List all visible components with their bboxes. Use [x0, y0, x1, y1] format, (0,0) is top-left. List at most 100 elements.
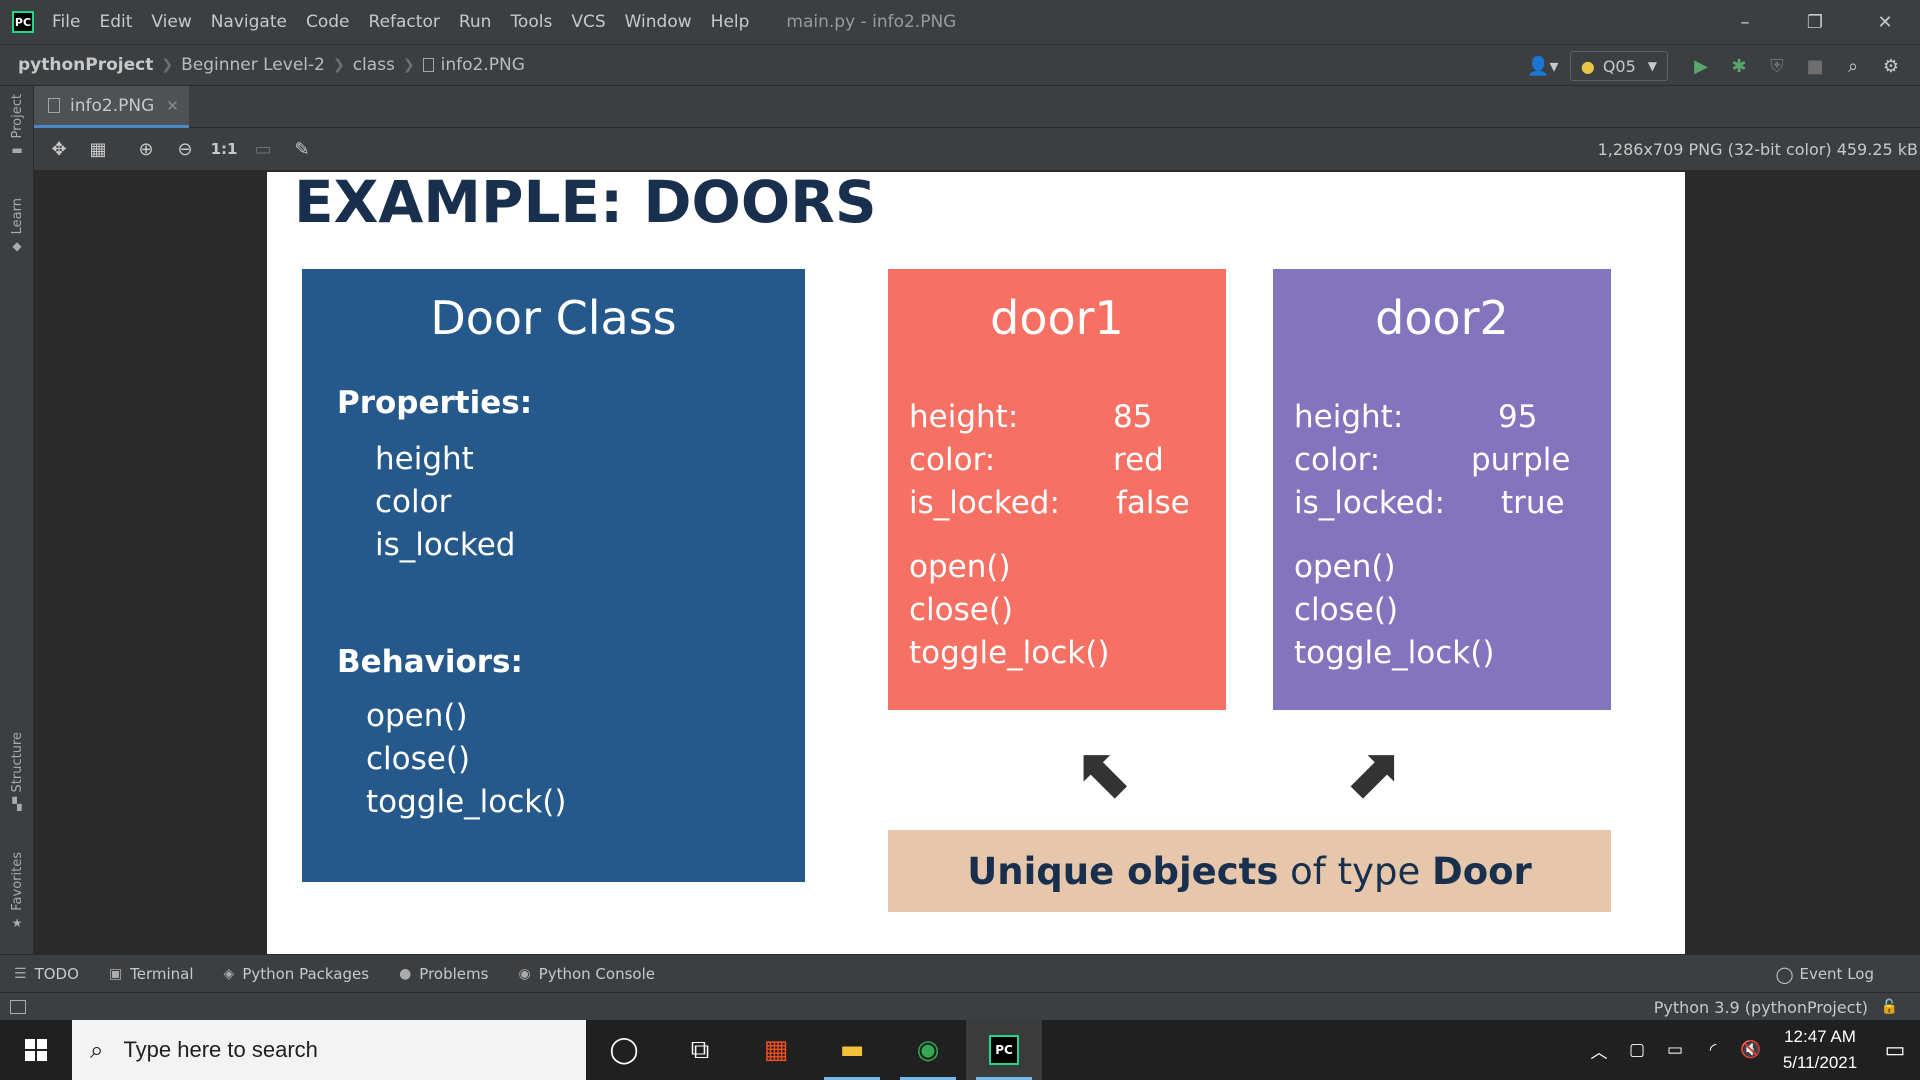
method-item: toggle_lock() — [1294, 635, 1495, 671]
tool-todo[interactable]: ☰ TODO — [14, 965, 79, 983]
file-explorer-icon[interactable]: ▬ — [814, 1020, 890, 1080]
tool-python-packages[interactable]: ◈ Python Packages — [224, 965, 370, 983]
restore-button[interactable]: ❐ — [1806, 11, 1824, 33]
chevron-right-icon: ❯ — [332, 57, 345, 73]
volume-muted-icon[interactable]: 🔇 — [1740, 1040, 1762, 1060]
breadcrumb-subfolder[interactable]: class — [352, 55, 395, 75]
debug-icon[interactable]: ✱ — [1731, 55, 1747, 77]
menu-code[interactable]: Code — [305, 12, 350, 32]
lock-icon[interactable]: 🔓 — [1880, 999, 1898, 1015]
tool-tab-label: Project — [9, 94, 25, 139]
tool-label: Problems — [419, 964, 489, 983]
taskbar-search-box[interactable]: ⌕ Type here to search — [72, 1020, 586, 1080]
tool-tab-favorites[interactable]: Favorites ★ — [0, 852, 34, 929]
meet-now-icon[interactable]: ▢ — [1628, 1040, 1646, 1060]
run-icon[interactable]: ▶ — [1694, 55, 1708, 77]
toggle-tool-windows-icon[interactable] — [10, 999, 26, 1014]
behavior-item: close() — [366, 741, 471, 777]
run-configuration-select[interactable]: ● Q05 ▼ — [1569, 51, 1668, 81]
breadcrumb-project[interactable]: pythonProject — [18, 55, 154, 75]
tab-info2-png[interactable]: info2.PNG ✕ — [34, 86, 189, 128]
star-icon: ★ — [11, 915, 23, 930]
property-item: height — [375, 441, 474, 477]
menu-run[interactable]: Run — [458, 12, 492, 32]
start-button[interactable] — [0, 1020, 72, 1080]
image-viewer-toolbar: ✥ ▦ ⊕ ⊖ 1:1 ▭ ✎ 1,286x709 PNG (32-bit co… — [34, 128, 1920, 170]
behavior-item: open() — [366, 698, 468, 734]
toolbar-right: 👤▾ ● Q05 ▼ ▶ ✱ ⛨ ■ ⌕ ⚙ — [1516, 45, 1910, 87]
python-icon: ● — [1580, 56, 1595, 76]
cortana-icon[interactable]: ◯ — [609, 1035, 639, 1065]
menu-file[interactable]: File — [52, 12, 81, 32]
grid-icon[interactable]: ▦ — [89, 138, 107, 160]
fit-zoom-icon[interactable]: ▭ — [254, 138, 272, 160]
menu-window[interactable]: Window — [624, 12, 692, 32]
chevron-right-icon: ❯ — [402, 57, 415, 73]
bottom-tool-bar: ☰ TODO ▣ Terminal ◈ Python Packages ● Pr… — [0, 954, 1920, 992]
pycharm-taskbar-icon[interactable]: PC — [966, 1020, 1042, 1080]
property-value: 95 — [1498, 399, 1538, 435]
tool-tab-project[interactable]: Project ▬ — [0, 94, 34, 156]
breadcrumb-folder[interactable]: Beginner Level-2 — [181, 55, 325, 75]
task-view-icon[interactable]: ⧉ — [690, 1034, 710, 1065]
fit-to-window-icon[interactable]: ✥ — [51, 138, 67, 160]
graduation-cap-icon: ◆ — [12, 239, 22, 254]
behavior-item: toggle_lock() — [366, 784, 567, 820]
menu-refactor[interactable]: Refactor — [368, 12, 440, 32]
tool-label: Python Packages — [242, 964, 370, 983]
slide-image: EXAMPLE: DOORS Door Class Properties: he… — [267, 172, 1685, 954]
window-controls: – ❐ ✕ — [1710, 0, 1920, 44]
tool-problems[interactable]: ● Problems — [399, 965, 488, 983]
menu-vcs[interactable]: VCS — [571, 12, 606, 32]
notifications-icon[interactable]: ▭ — [1884, 1037, 1906, 1063]
close-window-button[interactable]: ✕ — [1877, 11, 1893, 33]
search-icon: ⌕ — [90, 1036, 104, 1064]
stop-icon[interactable]: ■ — [1806, 55, 1824, 77]
color-picker-icon[interactable]: ✎ — [294, 138, 310, 160]
actual-size-button[interactable]: 1:1 — [210, 140, 238, 158]
tool-label: Python Console — [538, 964, 655, 983]
microsoft-store-icon[interactable]: ▦ — [763, 1035, 789, 1065]
python-interpreter[interactable]: Python 3.9 (pythonProject) — [1653, 997, 1868, 1017]
event-log-icon: ◯ — [1775, 964, 1794, 984]
chevron-up-icon[interactable]: ︿ — [1590, 1042, 1608, 1063]
taskbar-clock[interactable]: 12:47 AM 5/11/2021 — [1770, 1024, 1870, 1076]
zoom-in-icon[interactable]: ⊕ — [138, 138, 154, 160]
object-title: door2 — [1375, 291, 1509, 345]
door2-object-card: door2 height: 95 color: purple is_locked… — [1273, 269, 1611, 710]
menu-help[interactable]: Help — [710, 12, 750, 32]
menu-tools[interactable]: Tools — [510, 12, 553, 32]
zoom-out-icon[interactable]: ⊖ — [177, 138, 193, 160]
settings-icon[interactable]: ⚙ — [1882, 55, 1900, 77]
folder-icon: ▬ — [11, 143, 23, 158]
close-icon[interactable]: ✕ — [166, 96, 179, 115]
menu-view[interactable]: View — [151, 12, 192, 32]
minimize-button[interactable]: – — [1740, 11, 1750, 33]
slide-title: EXAMPLE: DOORS — [294, 172, 877, 236]
image-file-icon — [422, 58, 434, 72]
breadcrumb-file[interactable]: info2.PNG — [440, 55, 525, 75]
menu-edit[interactable]: Edit — [99, 12, 133, 32]
chrome-icon[interactable]: ◉ — [890, 1020, 966, 1080]
title-bar: PC File Edit View Navigate Code Refactor… — [0, 0, 1920, 44]
image-file-icon — [48, 98, 60, 113]
terminal-icon: ▣ — [108, 965, 123, 982]
dropdown-arrow-icon: ▼ — [1647, 59, 1657, 73]
tool-terminal[interactable]: ▣ Terminal — [109, 965, 194, 983]
layers-icon: ◈ — [223, 965, 235, 982]
tool-label: TODO — [34, 964, 79, 983]
search-icon[interactable]: ⌕ — [1847, 55, 1859, 77]
wifi-icon[interactable]: ◜ — [1709, 1040, 1717, 1060]
battery-icon[interactable]: ▭ — [1666, 1040, 1684, 1060]
tool-tab-structure[interactable]: Structure ▚ — [0, 732, 34, 810]
caption-text: of type — [1278, 849, 1432, 893]
property-item: color — [375, 484, 452, 520]
pycharm-logo-icon: PC — [989, 1035, 1019, 1065]
user-icon[interactable]: 👤▾ — [1527, 55, 1559, 77]
door-class-card: Door Class Properties: height color is_l… — [302, 269, 805, 882]
tool-python-console[interactable]: ◉ Python Console — [518, 965, 655, 983]
tool-tab-learn[interactable]: Learn ◆ — [0, 198, 34, 252]
coverage-icon[interactable]: ⛨ — [1770, 55, 1784, 77]
menu-navigate[interactable]: Navigate — [210, 12, 287, 32]
event-log-button[interactable]: ◯ Event Log — [1776, 955, 1874, 993]
